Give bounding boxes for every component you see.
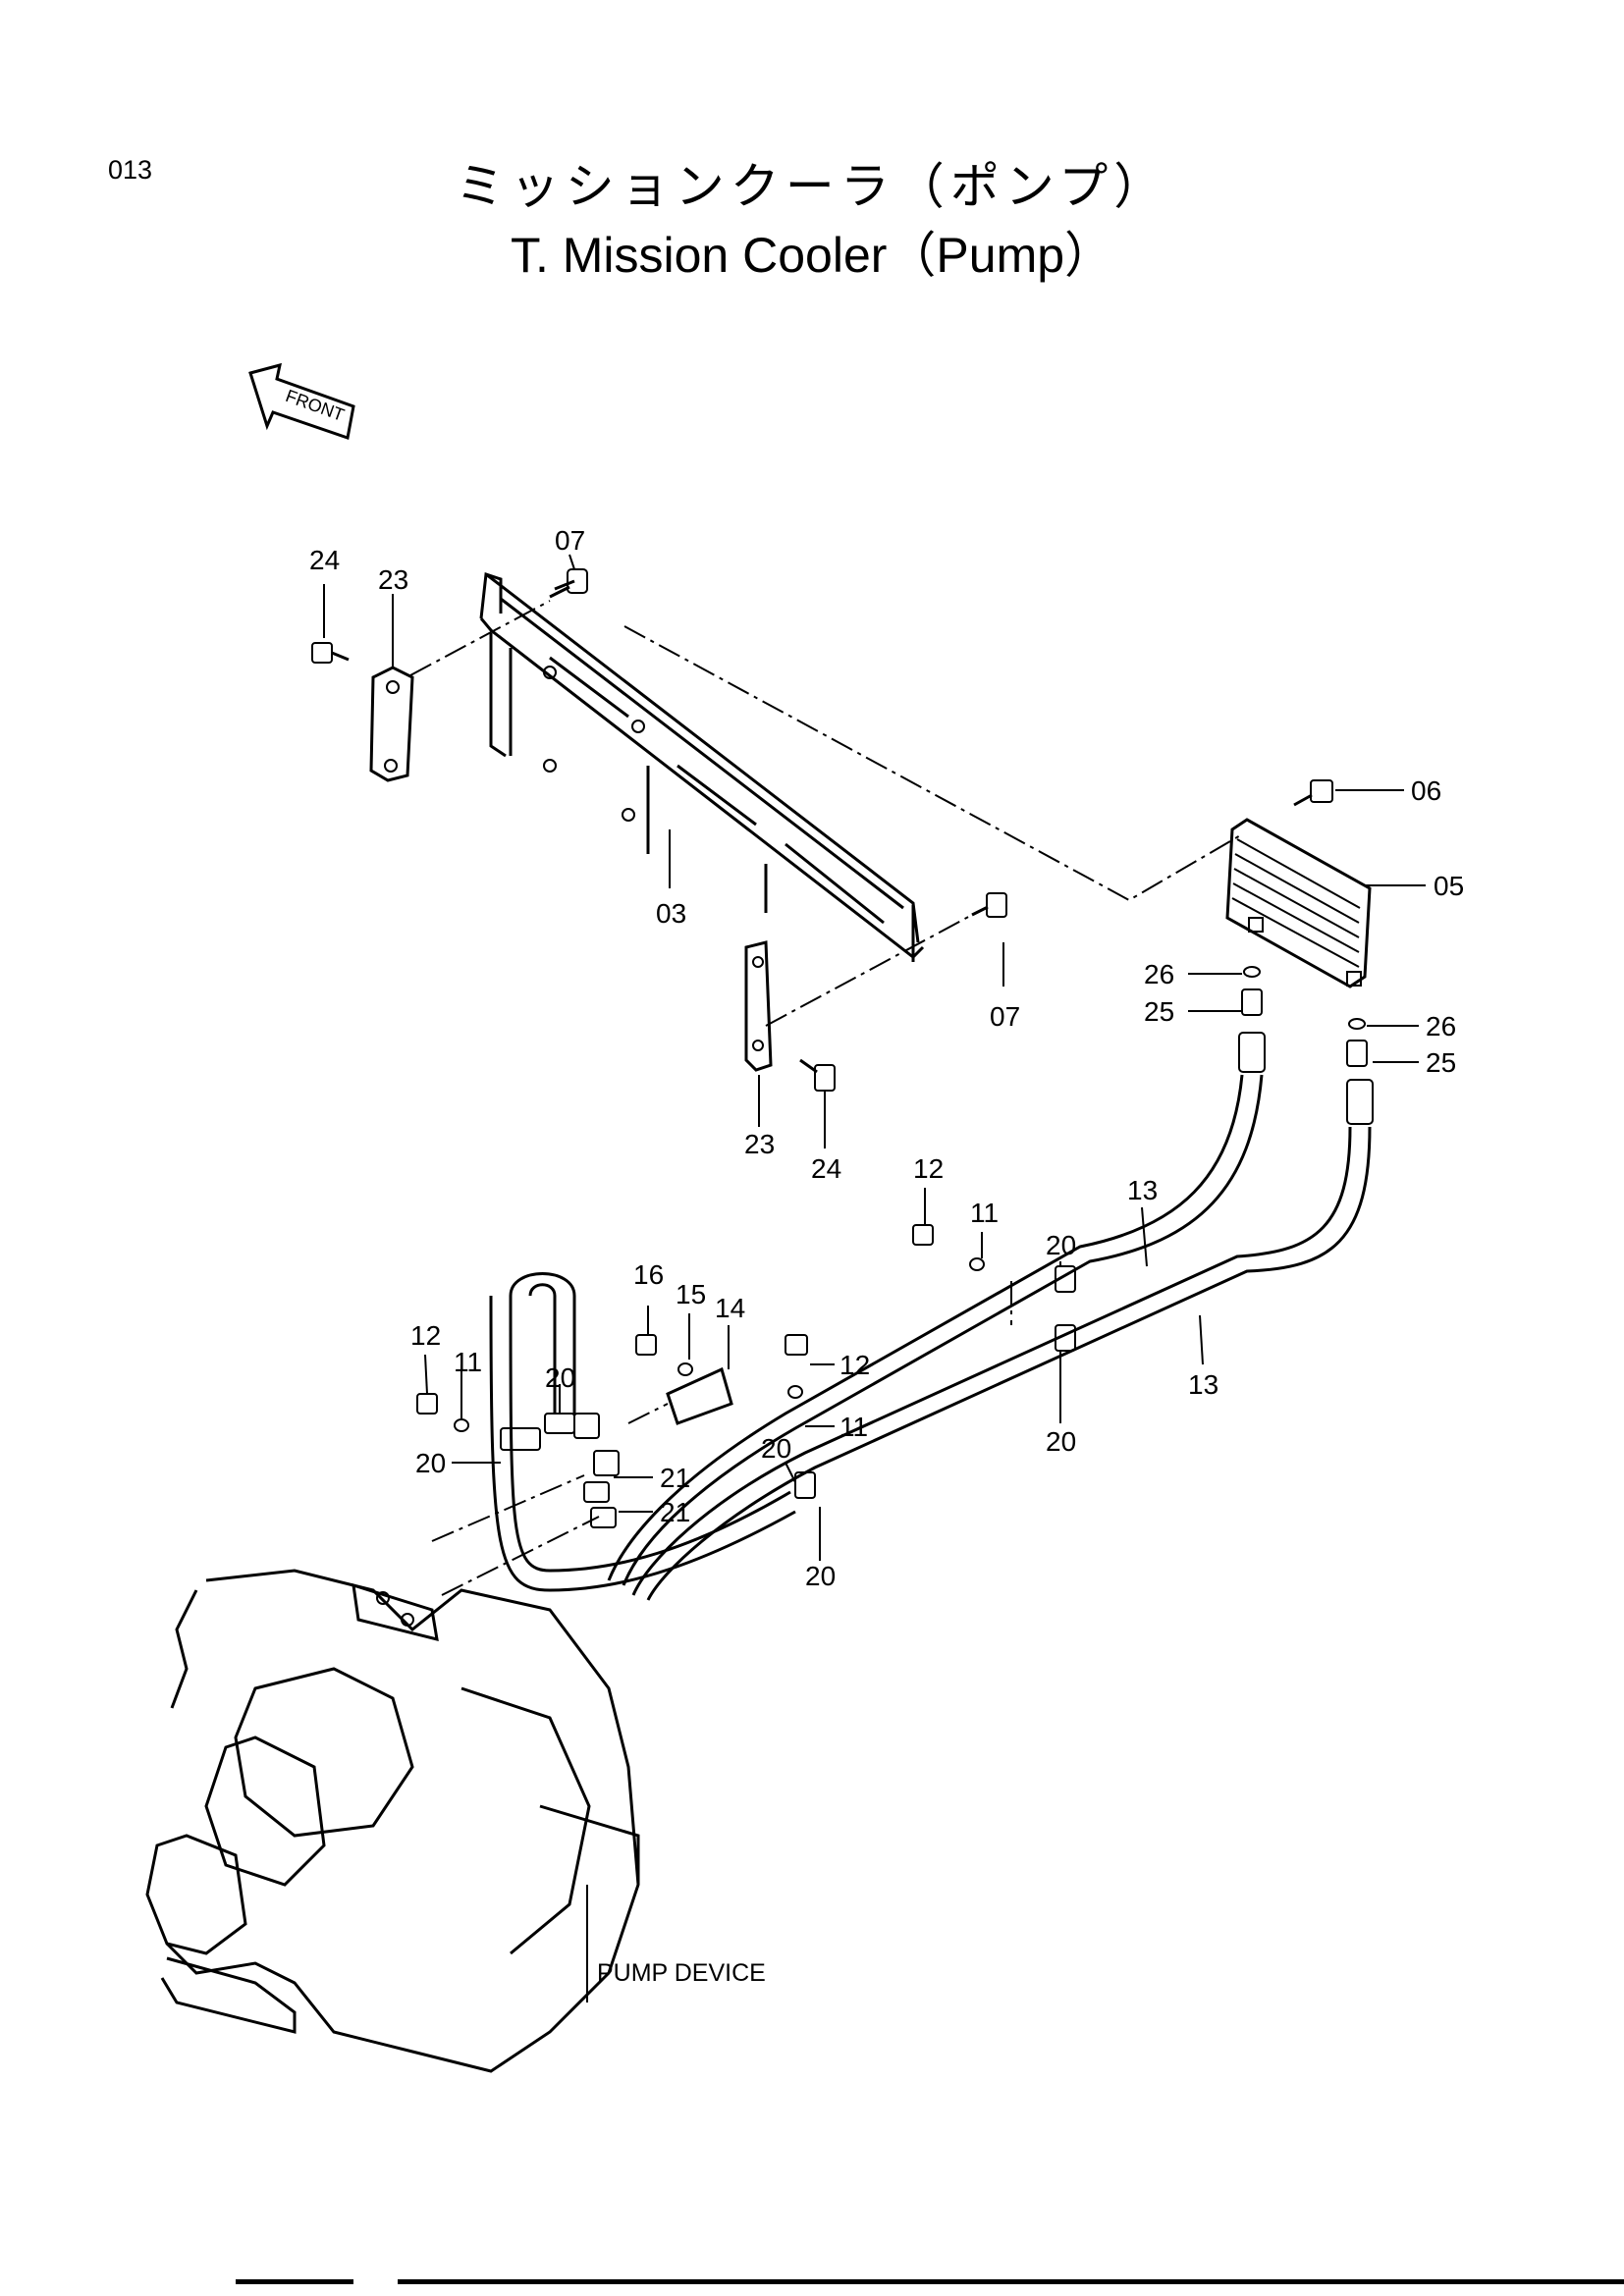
part-label: 21: [660, 1497, 690, 1527]
part-label: 20: [1046, 1426, 1076, 1457]
front-arrow-icon: FRONT: [248, 362, 355, 440]
bolt-24-lower: [799, 1058, 836, 1092]
part-label: 11: [454, 1347, 482, 1377]
bolt-07-upper: [549, 568, 588, 599]
part-label: 14: [715, 1293, 745, 1323]
part-label: 13: [1127, 1175, 1158, 1205]
bottom-rule: [398, 2279, 1624, 2284]
bottom-rule: [236, 2279, 353, 2284]
label-leaders: [323, 554, 1426, 1561]
part-label: 20: [761, 1433, 791, 1464]
part-label: 20: [1046, 1230, 1076, 1260]
pump-device-label: PUMP DEVICE: [597, 1959, 766, 1987]
part-label: 20: [805, 1561, 836, 1591]
part-label: 13: [1188, 1369, 1218, 1400]
part-label: 25: [1426, 1047, 1456, 1078]
part-label: 11: [970, 1198, 999, 1228]
bracket-lower: [744, 940, 773, 1072]
part-label: 25: [1144, 996, 1174, 1027]
part-label: 23: [378, 564, 408, 595]
fitting-left: [1238, 966, 1266, 1073]
leader-lines: [409, 600, 1243, 1596]
part-label: 11: [839, 1412, 868, 1442]
part-label: 06: [1411, 775, 1441, 806]
part-label: 07: [990, 1001, 1020, 1032]
page-code: 013: [108, 155, 153, 185]
bolt-07-lower: [971, 892, 1007, 918]
part-labels: 24 23 07 03 07 06 05 26 25 26 25 23 24 1…: [309, 525, 1464, 1591]
clamps: [500, 1265, 1076, 1499]
pump-device: [145, 1569, 640, 2073]
part-label: 03: [656, 898, 686, 929]
part-label: 24: [309, 545, 340, 575]
part-label: 12: [839, 1350, 870, 1380]
oil-cooler: [1225, 818, 1372, 988]
cooler-frame: [479, 571, 925, 962]
part-label: 15: [676, 1279, 706, 1309]
part-label: 12: [410, 1320, 441, 1351]
part-label: 20: [545, 1362, 575, 1393]
part-label: 26: [1426, 1011, 1456, 1041]
bracket-upper: [369, 666, 414, 782]
title-japanese: ミッションクーラ（ポンプ）: [455, 158, 1169, 215]
part-label: 21: [660, 1463, 690, 1493]
small-parts: [416, 1224, 985, 1528]
part-label: 20: [415, 1448, 446, 1478]
fitting-right: [1346, 1018, 1374, 1125]
part-label: 16: [633, 1259, 664, 1290]
part-label: 07: [555, 525, 585, 556]
part-label: 26: [1144, 959, 1174, 989]
title-english: T. Mission Cooler（Pump）: [510, 228, 1114, 283]
part-label: 05: [1434, 871, 1464, 901]
part-label: 12: [913, 1153, 944, 1184]
bolt-24-upper: [311, 642, 350, 664]
part-label: 23: [744, 1129, 775, 1159]
part-label: 24: [811, 1153, 841, 1184]
bolt-06: [1293, 779, 1333, 807]
hoses: [489, 1074, 1372, 1601]
